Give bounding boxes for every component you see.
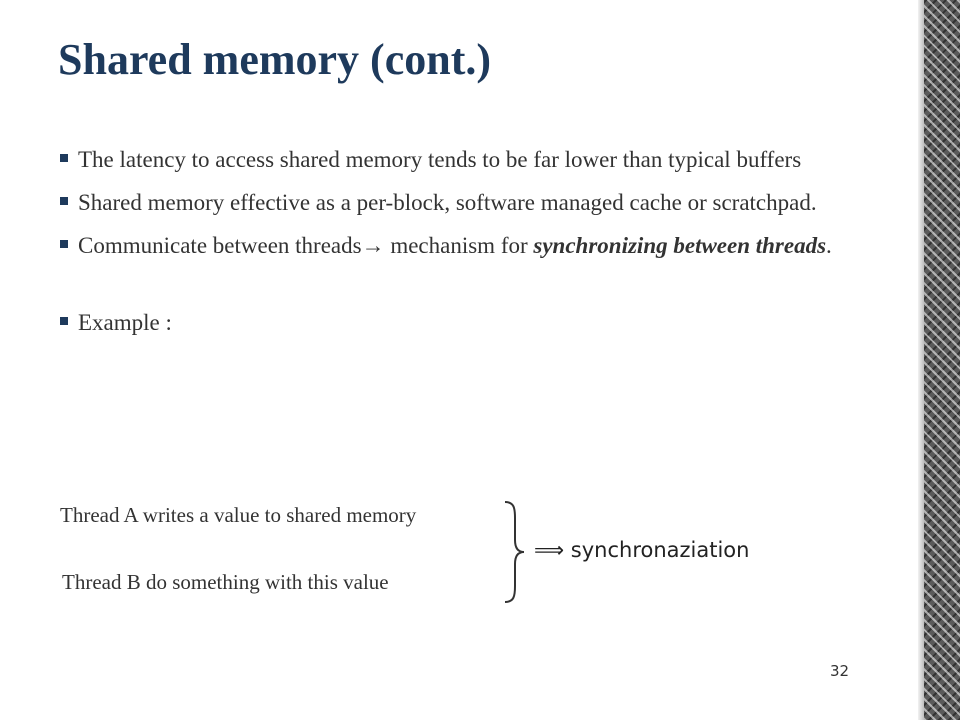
bullet-item-example: Example : bbox=[60, 305, 900, 340]
decorative-side-strip bbox=[924, 0, 960, 720]
example-thread-a: Thread A writes a value to shared memory bbox=[60, 503, 417, 527]
page-number: 32 bbox=[830, 662, 850, 680]
bullet-text: The latency to access shared memory tend… bbox=[78, 147, 802, 172]
slide-title: Shared memory (cont.) bbox=[58, 35, 491, 84]
bullet-text: Shared memory effective as a per-block, … bbox=[78, 190, 817, 215]
synchronization-result: ⟹ synchronaziation bbox=[534, 538, 750, 562]
bullet-text: Example : bbox=[78, 310, 172, 335]
bullet-list: The latency to access shared memory tend… bbox=[60, 142, 900, 340]
square-bullet-icon bbox=[60, 197, 68, 205]
bullet-item-latency: The latency to access shared memory tend… bbox=[60, 142, 900, 177]
square-bullet-icon bbox=[60, 154, 68, 162]
example-thread-b: Thread B do something with this value bbox=[62, 570, 389, 594]
bullet-text-prefix: Communicate between threads→ mechanism f… bbox=[78, 233, 534, 258]
square-bullet-icon bbox=[60, 317, 68, 325]
bullet-text-suffix: . bbox=[826, 233, 832, 258]
square-bullet-icon bbox=[60, 240, 68, 248]
side-strip-edge bbox=[918, 0, 924, 720]
right-brace-icon bbox=[504, 501, 525, 603]
bullet-text-emphasis: synchronizing between threads bbox=[533, 233, 827, 258]
bullet-item-communicate: Communicate between threads→ mechanism f… bbox=[60, 228, 900, 263]
bullet-item-cache: Shared memory effective as a per-block, … bbox=[60, 185, 900, 220]
